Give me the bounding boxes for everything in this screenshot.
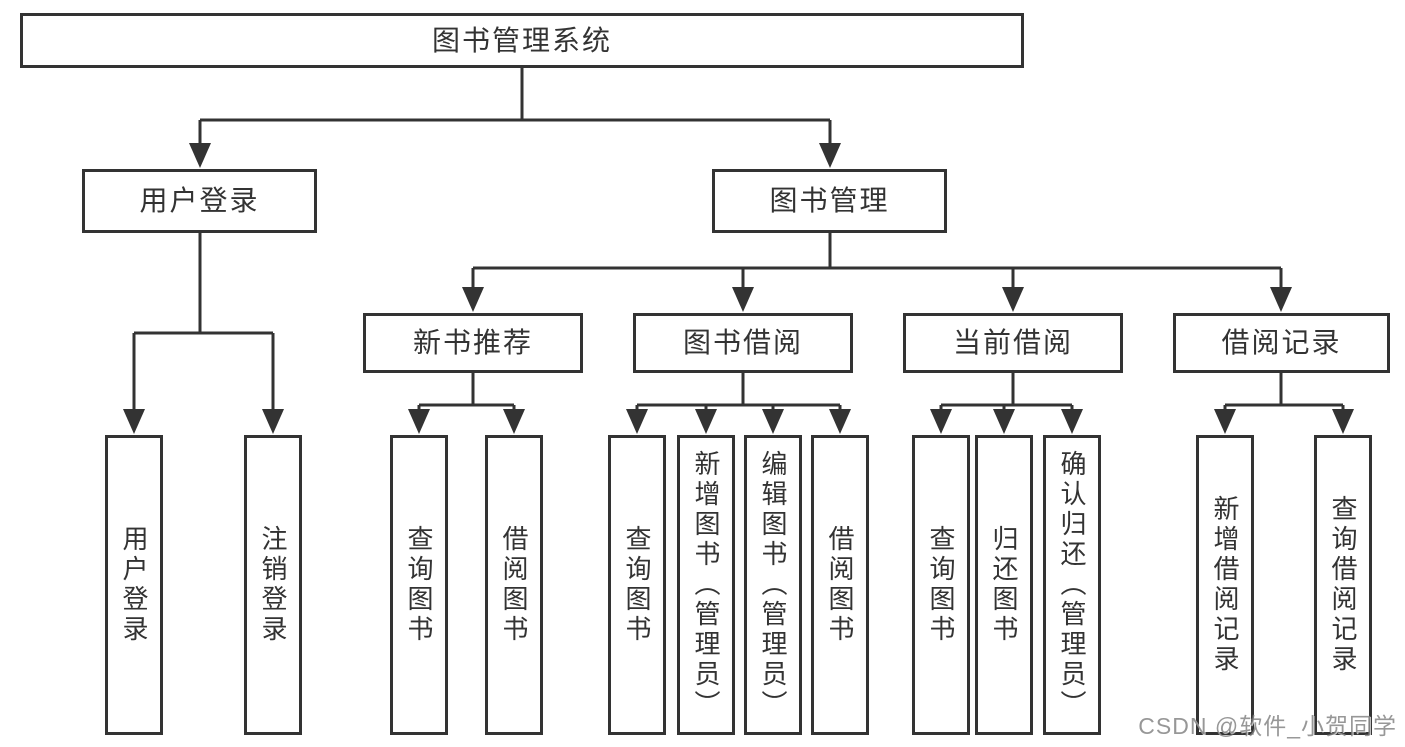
node-label: 用户登录 xyxy=(119,525,149,645)
leaf-confirm-return-admin: 确认归还（管理员） xyxy=(1043,435,1101,735)
node-label: 新书推荐 xyxy=(412,327,533,358)
leaf-return-books: 归还图书 xyxy=(975,435,1033,735)
node-label: 借阅图书 xyxy=(499,525,529,645)
node-label: 借阅记录 xyxy=(1221,327,1342,358)
leaf-add-borrow-record: 新增借阅记录 xyxy=(1196,435,1254,735)
node-borrowing-records: 借阅记录 xyxy=(1173,313,1390,373)
node-label: 图书借阅 xyxy=(682,327,803,358)
node-label: 查询借阅记录 xyxy=(1328,495,1358,675)
leaf-borrow-books-recommend: 借阅图书 xyxy=(485,435,543,735)
leaf-query-books-current: 查询图书 xyxy=(912,435,970,735)
node-label: 确认归还（管理员） xyxy=(1057,450,1087,720)
node-book-management: 图书管理 xyxy=(712,169,947,233)
leaf-query-books-recommend: 查询图书 xyxy=(390,435,448,735)
leaf-query-borrow-record: 查询借阅记录 xyxy=(1314,435,1372,735)
node-label: 新增图书（管理员） xyxy=(691,450,721,720)
leaf-query-books-borrowing: 查询图书 xyxy=(608,435,666,735)
leaf-borrow-books-borrowing: 借阅图书 xyxy=(811,435,869,735)
node-label: 用户登录 xyxy=(139,185,260,216)
node-label: 编辑图书（管理员） xyxy=(758,450,788,720)
node-label: 归还图书 xyxy=(989,525,1019,645)
node-label: 注销登录 xyxy=(258,525,288,645)
node-label: 当前借阅 xyxy=(952,327,1073,358)
node-label: 图书管理系统 xyxy=(431,24,612,56)
node-current-borrowing: 当前借阅 xyxy=(903,313,1123,373)
node-book-borrowing: 图书借阅 xyxy=(633,313,853,373)
leaf-logout-login: 注销登录 xyxy=(244,435,302,735)
node-label: 借阅图书 xyxy=(825,525,855,645)
node-label: 图书管理 xyxy=(769,185,890,216)
leaf-add-books-admin: 新增图书（管理员） xyxy=(677,435,735,735)
leaf-edit-books-admin: 编辑图书（管理员） xyxy=(744,435,802,735)
watermark: CSDN @软件_小贺同学 xyxy=(1138,713,1397,739)
node-new-book-recommendation: 新书推荐 xyxy=(363,313,583,373)
node-user-login: 用户登录 xyxy=(82,169,317,233)
leaf-user-login: 用户登录 xyxy=(105,435,163,735)
node-label: 查询图书 xyxy=(622,525,652,645)
node-label: 查询图书 xyxy=(404,525,434,645)
node-label: 新增借阅记录 xyxy=(1210,495,1240,675)
node-label: 查询图书 xyxy=(926,525,956,645)
node-library-management-system: 图书管理系统 xyxy=(20,13,1024,68)
